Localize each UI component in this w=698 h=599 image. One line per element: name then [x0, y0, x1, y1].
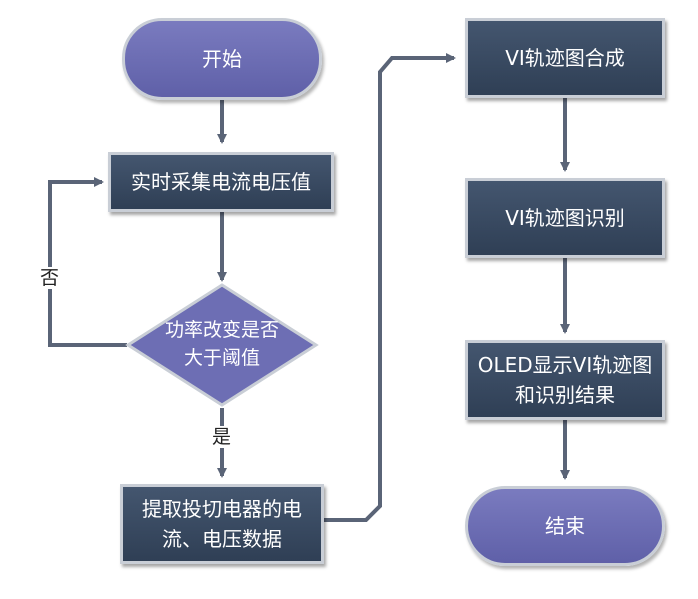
- start-label: 开始: [202, 47, 242, 71]
- synth-node: VI轨迹图合成: [465, 18, 665, 98]
- no-label: 否: [40, 267, 60, 289]
- decision-diamond: [125, 283, 319, 407]
- extract-label-line1: 提取投切电器的电: [142, 497, 302, 521]
- end-label: 结束: [545, 514, 585, 538]
- decision-label-line1: 功率改变是否: [164, 319, 279, 341]
- end-node: 结束: [465, 486, 665, 566]
- decision-label: 功率改变是否 大于阈值: [142, 316, 302, 372]
- oled-node: OLED显示VI轨迹图 和识别结果: [465, 340, 665, 420]
- collect-node: 实时采集电流电压值: [108, 152, 334, 212]
- arrow-decision-no-loop: [48, 177, 127, 347]
- decision-label-line2: 大于阈值: [183, 347, 260, 369]
- extract-label-line2: 流、电压数据: [162, 527, 282, 551]
- collect-label: 实时采集电流电压值: [131, 170, 311, 194]
- extract-node: 提取投切电器的电 流、电压数据: [120, 484, 324, 564]
- start-node: 开始: [122, 18, 322, 100]
- oled-label-line2: 和识别结果: [514, 383, 615, 407]
- synth-label: VI轨迹图合成: [505, 46, 625, 70]
- identify-node: VI轨迹图识别: [465, 178, 665, 258]
- oled-label-line1: OLED显示VI轨迹图: [477, 353, 653, 377]
- yes-label: 是: [212, 426, 232, 448]
- identify-label: VI轨迹图识别: [505, 206, 625, 230]
- arrow-extract-to-synth: [324, 53, 456, 522]
